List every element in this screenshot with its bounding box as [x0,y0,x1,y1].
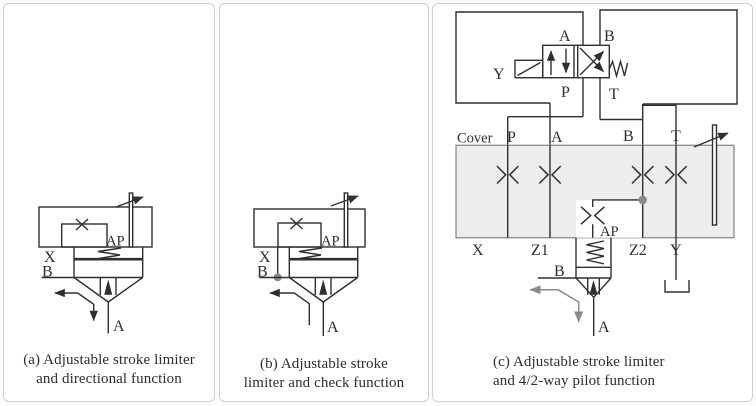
piston-chamber-b [259,247,359,279]
caption-b: (b) Adjustable stroke limiter and check … [220,355,428,392]
cover-port-a: A [551,129,563,146]
flow-arrows-b [269,288,311,326]
ap-orifice-icon [580,206,605,225]
port-label-x: X [44,249,56,266]
flow-arrows-a [54,288,98,322]
port-label-x: X [259,249,271,266]
port-label-a: A [113,318,125,335]
caption-a: (a) Adjustable stroke limiter and direct… [4,351,214,388]
valve-label-y: Y [493,66,505,83]
panel-a: X B AP A (a) Adjustable stroke limiter a… [3,3,215,402]
schematic-c: Y A B P T Cover P A B T [455,9,738,336]
solenoid-icon [514,59,544,79]
adjustment-screw-b [330,192,359,248]
port-label-a: A [598,319,610,336]
valve-label-p: P [561,84,570,101]
flow-arrows-c [529,285,584,323]
tank-icon [664,280,690,293]
junction-dot-icon [638,195,647,205]
port-label-b: B [257,264,268,281]
pilot-housing-left [455,11,584,146]
limiter-spring-icon [586,240,605,265]
piston-chamber-a [41,247,144,279]
cover-port-b: B [623,128,634,145]
caption-c-line1: (c) Adjustable stroke limiter [493,354,665,370]
valve-spring-icon [608,58,629,79]
port-label-b: B [42,264,53,281]
caption-c-line2: and 4/2-way pilot function [493,372,656,389]
valve-label-a: A [559,28,571,45]
seat-orifice-icons [496,165,688,185]
caption-b-line2: limiter and check function [243,374,405,391]
schematic-b: X B AP A [253,192,366,336]
caption-a-line2: and directional function [36,370,182,387]
poppet-seat-a [73,276,144,334]
shutoff-cross-icon [290,217,303,230]
panel-c: Y A B P T Cover P A B T [432,3,753,402]
schematic-a: X B AP A [38,192,153,335]
stroke-limiter-housing-a [38,206,153,248]
adjustability-arrow-icon [330,195,359,207]
crossed-path-icon [579,47,604,72]
adjustment-screw-a [115,192,144,248]
ap-branch [580,195,647,238]
poppet-seat-c [575,277,612,336]
caption-c: (c) Adjustable stroke limiter and 4/2-wa… [493,353,665,390]
limiter-spring-box [575,237,612,278]
panel-b: X B AP A (b) Adjustable stroke limiter a… [219,3,429,402]
cover-port-p: P [507,129,516,146]
cover-port-z1: Z1 [531,242,549,259]
port-label-ap: AP [321,234,340,250]
port-label-ap: AP [106,234,125,250]
cover-port-x: X [472,242,484,259]
poppet-arrow-icon [104,279,113,295]
spring-b [298,247,323,260]
shutoff-cross-icon [75,218,89,231]
poppet-arrow-icon [319,279,328,295]
cover-label: Cover [457,131,493,147]
adjustability-arrow-icon [115,196,144,208]
cover-port-t: T [671,128,681,145]
caption-a-line1: (a) Adjustable stroke limiter [23,352,195,368]
pilot-valve-4-2 [514,44,629,79]
port-label-ap: AP [600,224,619,240]
port-label-b: B [554,263,565,280]
caption-b-line1: (b) Adjustable stroke [260,356,388,372]
poppet-arrow-icon [589,280,598,295]
cover-port-lines [506,145,677,280]
adjustability-arrow-icon [693,132,729,148]
cover-port-z2: Z2 [629,242,647,259]
adjustment-screw-c [693,124,729,226]
check-connection-b [273,247,282,282]
port-label-a: A [327,319,339,336]
spring-a [97,247,122,260]
poppet-seat-b [288,276,359,336]
stroke-limiter-housing-b [253,208,366,248]
cover-port-y: Y [670,242,682,259]
crossed-path-icon [579,51,604,76]
valve-label-b: B [604,28,615,45]
valve-label-t: T [609,86,619,103]
pilot-housing-right [599,9,738,146]
